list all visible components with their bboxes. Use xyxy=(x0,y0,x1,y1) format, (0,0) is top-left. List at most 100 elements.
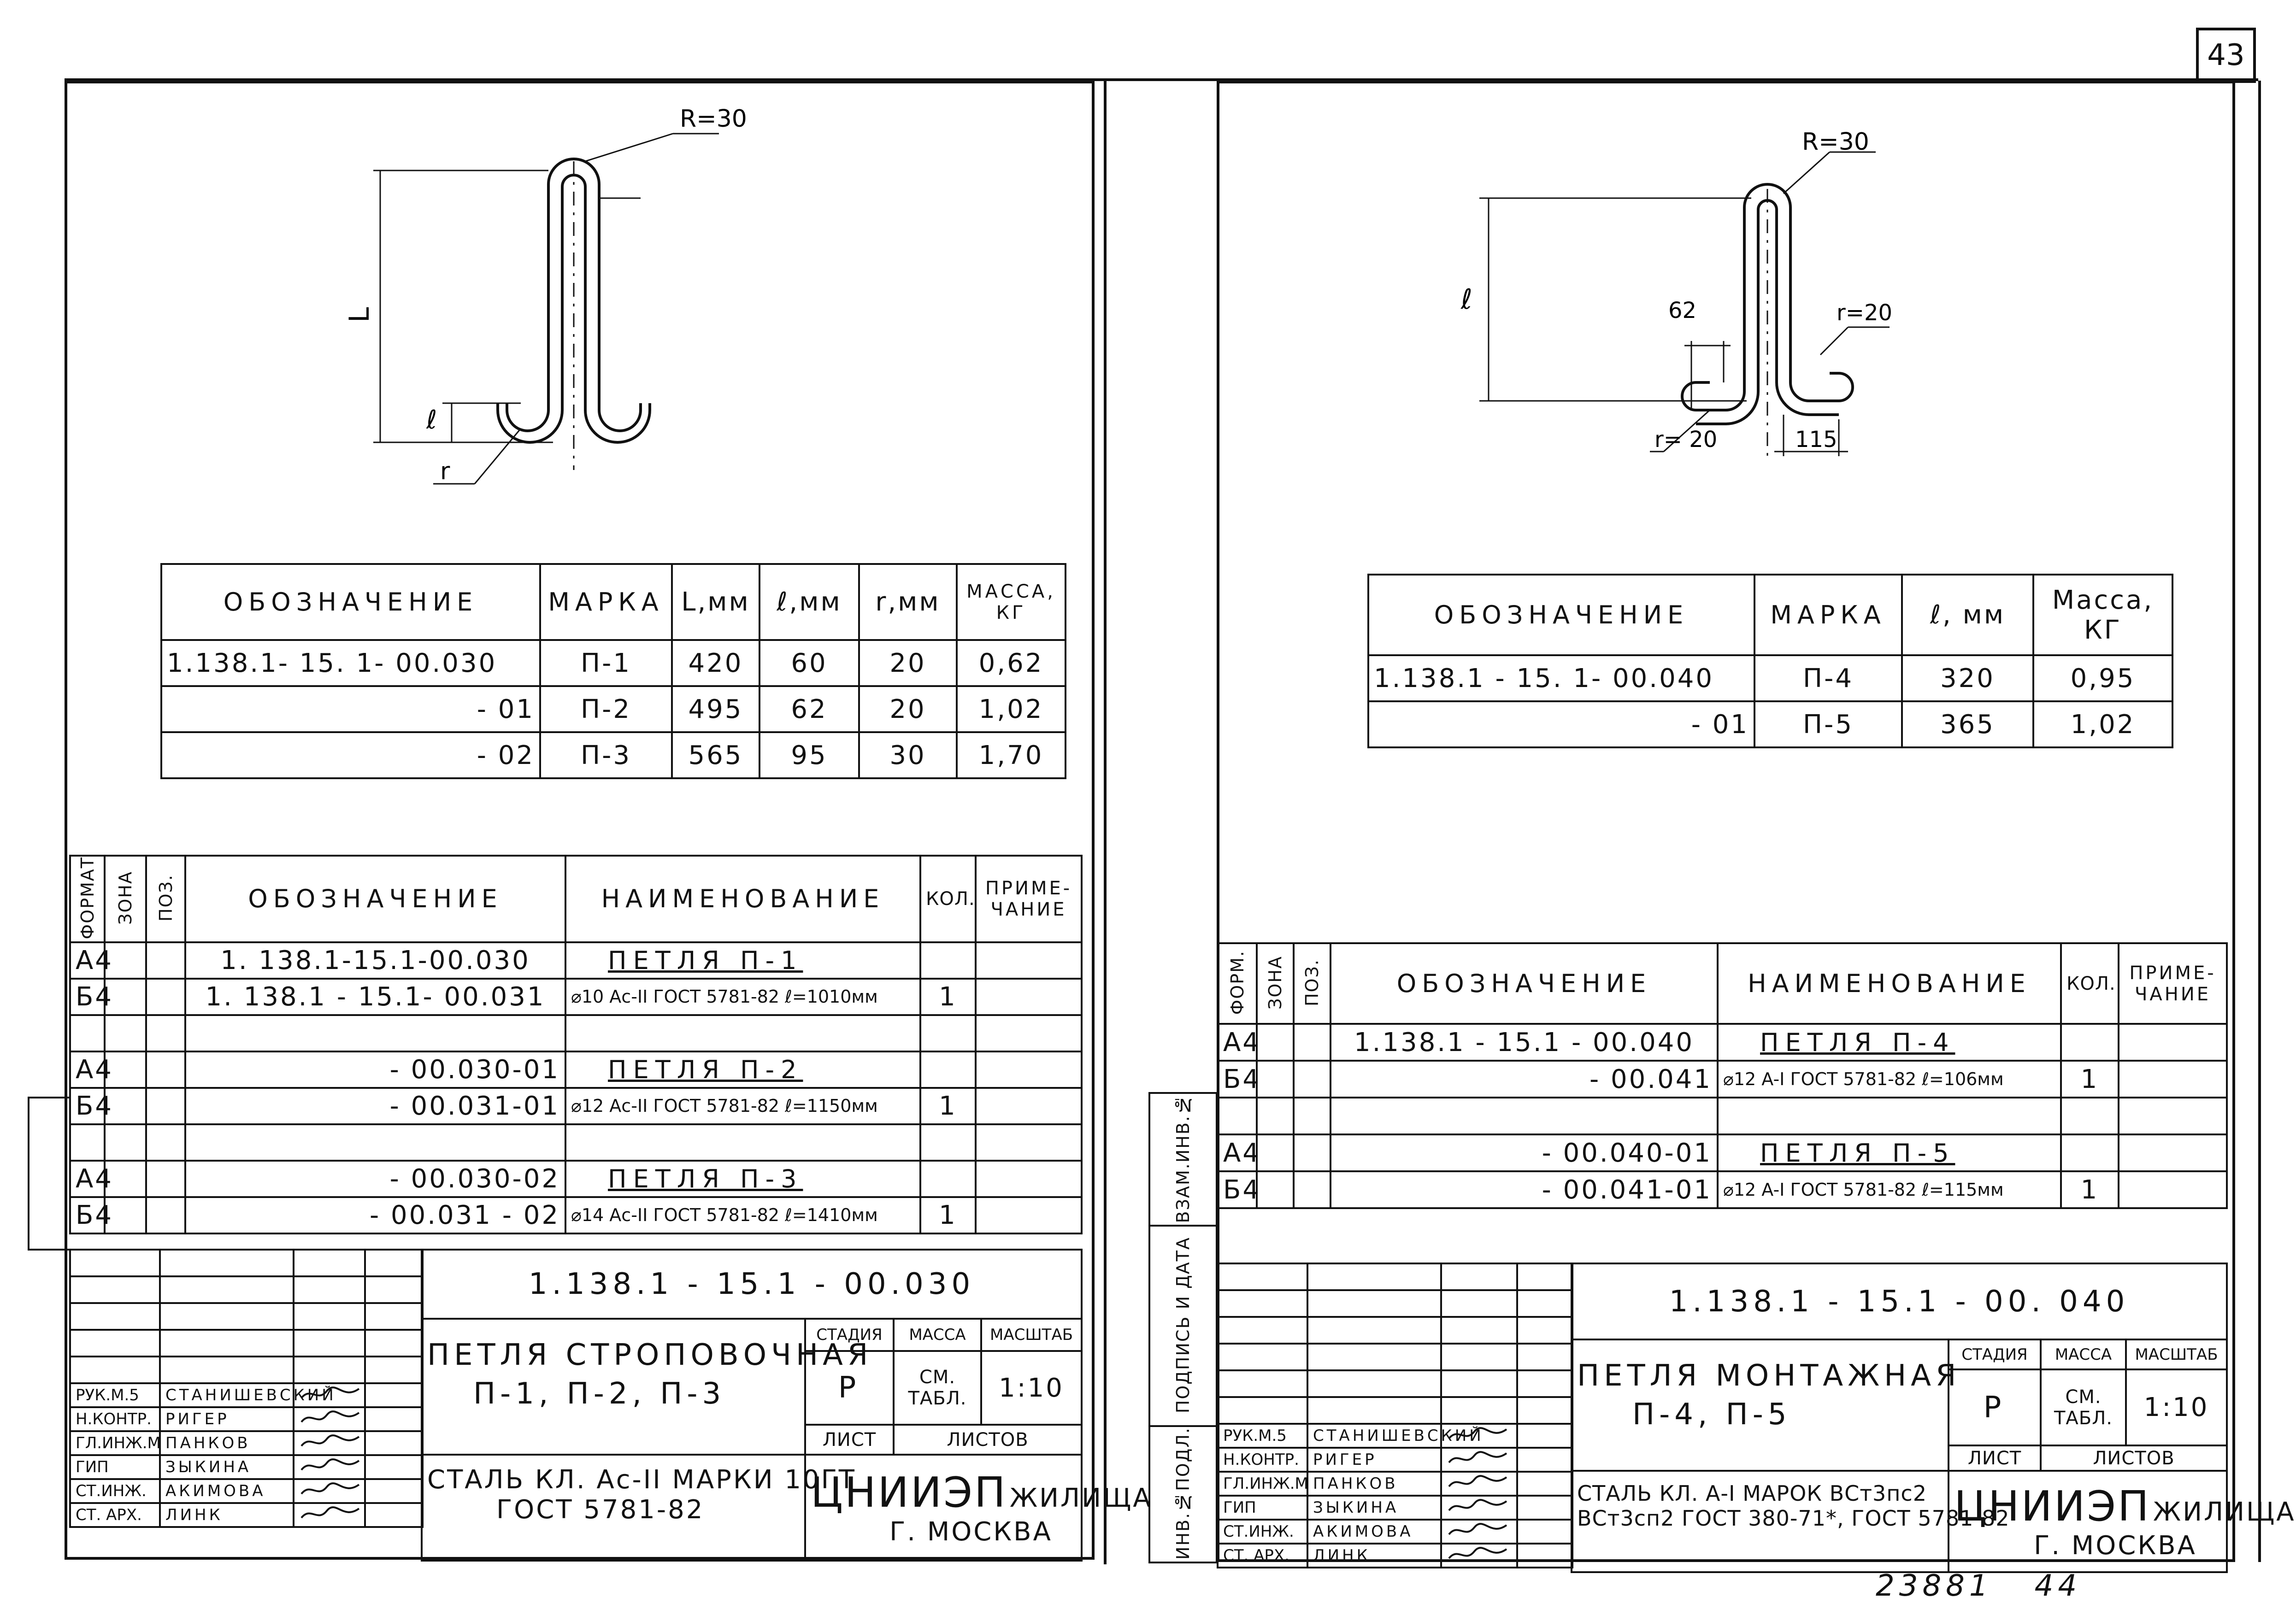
spec-cell-pos xyxy=(145,1014,186,1052)
left-sheets-label: ЛИСТОВ xyxy=(892,1424,1083,1456)
stamp-blank-cell xyxy=(159,1275,294,1304)
stamp-person-name: РИГЕР xyxy=(1307,1447,1442,1473)
table-cell: - 01 xyxy=(1367,700,1755,748)
lp-h-l: ℓ,мм xyxy=(759,563,860,641)
stamp-date-cell xyxy=(364,1478,424,1504)
strip-inv: ИНВ.№ПОДЛ. xyxy=(1148,1425,1218,1564)
stamp-person-row: СТ.ИНЖ.АКИМОВА xyxy=(69,1478,424,1504)
left-doc-code: 1.138.1 - 15.1 - 00.030 xyxy=(420,1249,1083,1320)
stamp-person-name: СТАНИШЕВСКИЙ xyxy=(1307,1423,1481,1449)
left-params-table: ОБОЗНАЧЕНИЕ МАРКА L,мм ℓ,мм r,мм МАССА, … xyxy=(160,563,1066,779)
rs-h-qty: КОЛ. xyxy=(2060,942,2119,1025)
left-spec-table: ФОРМАТ ЗОНА ПОЗ. ОБОЗНАЧЕНИЕ НАИМЕНОВАНИ… xyxy=(69,855,1083,1234)
stamp-blank-cell xyxy=(1516,1316,1573,1345)
table-cell: 0,62 xyxy=(956,639,1066,687)
table-row: Б4- 00.031 - 02⌀14 Aс-II ГОСТ 5781-82 ℓ=… xyxy=(69,1196,1083,1234)
stamp-blank-row xyxy=(1217,1396,1573,1425)
spec-cell-zone xyxy=(104,1159,147,1198)
left-scale-label: МАСШТАБ xyxy=(980,1318,1083,1352)
spec-cell-name: ПЕТЛЯ П-1 xyxy=(565,941,921,980)
stamp-role: СТ.ИНЖ. xyxy=(69,1478,161,1504)
stamp-blank-cell xyxy=(1217,1289,1308,1318)
signature-scribble xyxy=(1448,1475,1507,1487)
stamp-person-row: СТ.ИНЖ.АКИМОВА xyxy=(1217,1519,1573,1545)
right-dim-115: 115 xyxy=(1795,427,1837,452)
signature-scribble xyxy=(300,1386,360,1399)
spec-cell-zone xyxy=(104,1196,147,1234)
stamp-blank-cell xyxy=(1516,1396,1573,1425)
stamp-blank-cell xyxy=(69,1329,161,1357)
spec-cell-note xyxy=(975,1087,1083,1125)
left-margin-marks xyxy=(28,1097,69,1098)
stamp-blank-cell xyxy=(293,1302,366,1331)
stamp-person-row: СТ. АРХ.ЛИНК xyxy=(1217,1543,1573,1568)
rp-h-l: ℓ, мм xyxy=(1901,574,2034,656)
stamp-blank-cell xyxy=(1516,1343,1573,1371)
right-side-strip: ВЗАМ.ИНВ.№ ПОДПИСЬ И ДАТА ИНВ.№ПОДЛ. xyxy=(1148,1092,1218,1564)
stamp-blank-cell xyxy=(69,1302,161,1331)
spec-cell-qty: 1 xyxy=(2060,1060,2119,1098)
left-margin-marks-3 xyxy=(28,1249,69,1251)
stamp-blank-cell xyxy=(1516,1369,1573,1398)
rs-h-zone: ЗОНА xyxy=(1256,942,1295,1025)
signature-cell xyxy=(1440,1495,1518,1521)
spec-cell-pos xyxy=(1293,1097,1331,1135)
spec-cell-format: Б4 xyxy=(1217,1170,1259,1209)
spec-cell-note xyxy=(975,1050,1083,1089)
right-scale: 1:10 xyxy=(2125,1368,2228,1446)
signature-cell xyxy=(293,1478,366,1504)
stamp-blank-row xyxy=(1217,1316,1573,1345)
spec-cell-format: А4 xyxy=(69,1050,112,1089)
table-cell: 565 xyxy=(671,731,760,779)
spec-cell-designation: - 00.040-01 xyxy=(1330,1134,1719,1172)
spec-cell-designation: - 00.030-02 xyxy=(184,1159,566,1198)
spec-cell-name: ⌀14 Aс-II ГОСТ 5781-82 ℓ=1410мм xyxy=(565,1196,921,1234)
spec-cell-qty xyxy=(919,1123,977,1162)
spec-cell-note xyxy=(975,1123,1083,1162)
spec-cell-pos xyxy=(145,1159,186,1198)
ls-h-note: ПРИМЕ-ЧАНИЕ xyxy=(975,855,1083,943)
stamp-date-cell xyxy=(364,1382,424,1408)
outer-frame-top xyxy=(65,78,2258,81)
left-stage: Р xyxy=(804,1350,895,1426)
stamp-blank-cell xyxy=(1307,1343,1442,1371)
stamp-role: ГИП xyxy=(1217,1495,1308,1521)
stamp-blank-row xyxy=(1217,1369,1573,1398)
spec-cell-zone xyxy=(104,941,147,980)
left-dim-l: ℓ xyxy=(426,405,437,435)
right-material-cell: СТАЛЬ КЛ. А-I МАРОК ВСт3пс2 ВСт3сп2 ГОСТ… xyxy=(1571,1470,2009,1573)
lp-h-designation: ОБОЗНАЧЕНИЕ xyxy=(160,563,541,641)
table-cell: 1.138.1 - 15. 1- 00.040 xyxy=(1367,654,1755,702)
spec-cell-designation: - 00.031 - 02 xyxy=(184,1196,566,1234)
table-cell: П-1 xyxy=(539,639,673,687)
signature-cell xyxy=(1440,1543,1518,1568)
spec-cell-format: Б4 xyxy=(1217,1060,1259,1098)
table-cell: 20 xyxy=(858,685,958,733)
right-stamp-title-cell: ПЕТЛЯ МОНТАЖНАЯ П-4, П-5 xyxy=(1571,1339,1956,1472)
stamp-date-cell xyxy=(1516,1423,1573,1449)
signature-scribble xyxy=(1448,1499,1507,1511)
spec-cell-format xyxy=(69,1014,106,1052)
stamp-blank-cell xyxy=(1217,1369,1308,1398)
spec-cell-name xyxy=(565,1123,921,1162)
right-org-cell: ЦНИИЭП ЖИЛИЩА Г. МОСКВА xyxy=(1948,1470,2294,1573)
spec-cell-qty: 1 xyxy=(919,977,977,1016)
table-cell: 1.138.1- 15. 1- 00.030 xyxy=(160,639,541,687)
footer-number: 23881 44 xyxy=(1876,1569,2082,1603)
right-dim-r20b: r= 20 xyxy=(1654,427,1717,452)
signature-scribble xyxy=(300,1482,360,1495)
spec-cell-pos xyxy=(145,1196,186,1234)
rs-h-name: НАИМЕНОВАНИЕ xyxy=(1717,942,2062,1025)
page-number: 43 xyxy=(2196,28,2256,83)
stamp-blank-cell xyxy=(1440,1316,1518,1345)
table-row: Б4- 00.041-01⌀12 A-I ГОСТ 5781-82 ℓ=115м… xyxy=(1217,1170,2228,1209)
stamp-blank-cell xyxy=(159,1329,294,1357)
left-dim-L: L xyxy=(343,307,376,323)
stamp-role: ГЛ.ИНЖ.М xyxy=(69,1430,161,1456)
spec-cell-qty xyxy=(919,1159,977,1198)
stamp-blank-cell xyxy=(1440,1369,1518,1398)
